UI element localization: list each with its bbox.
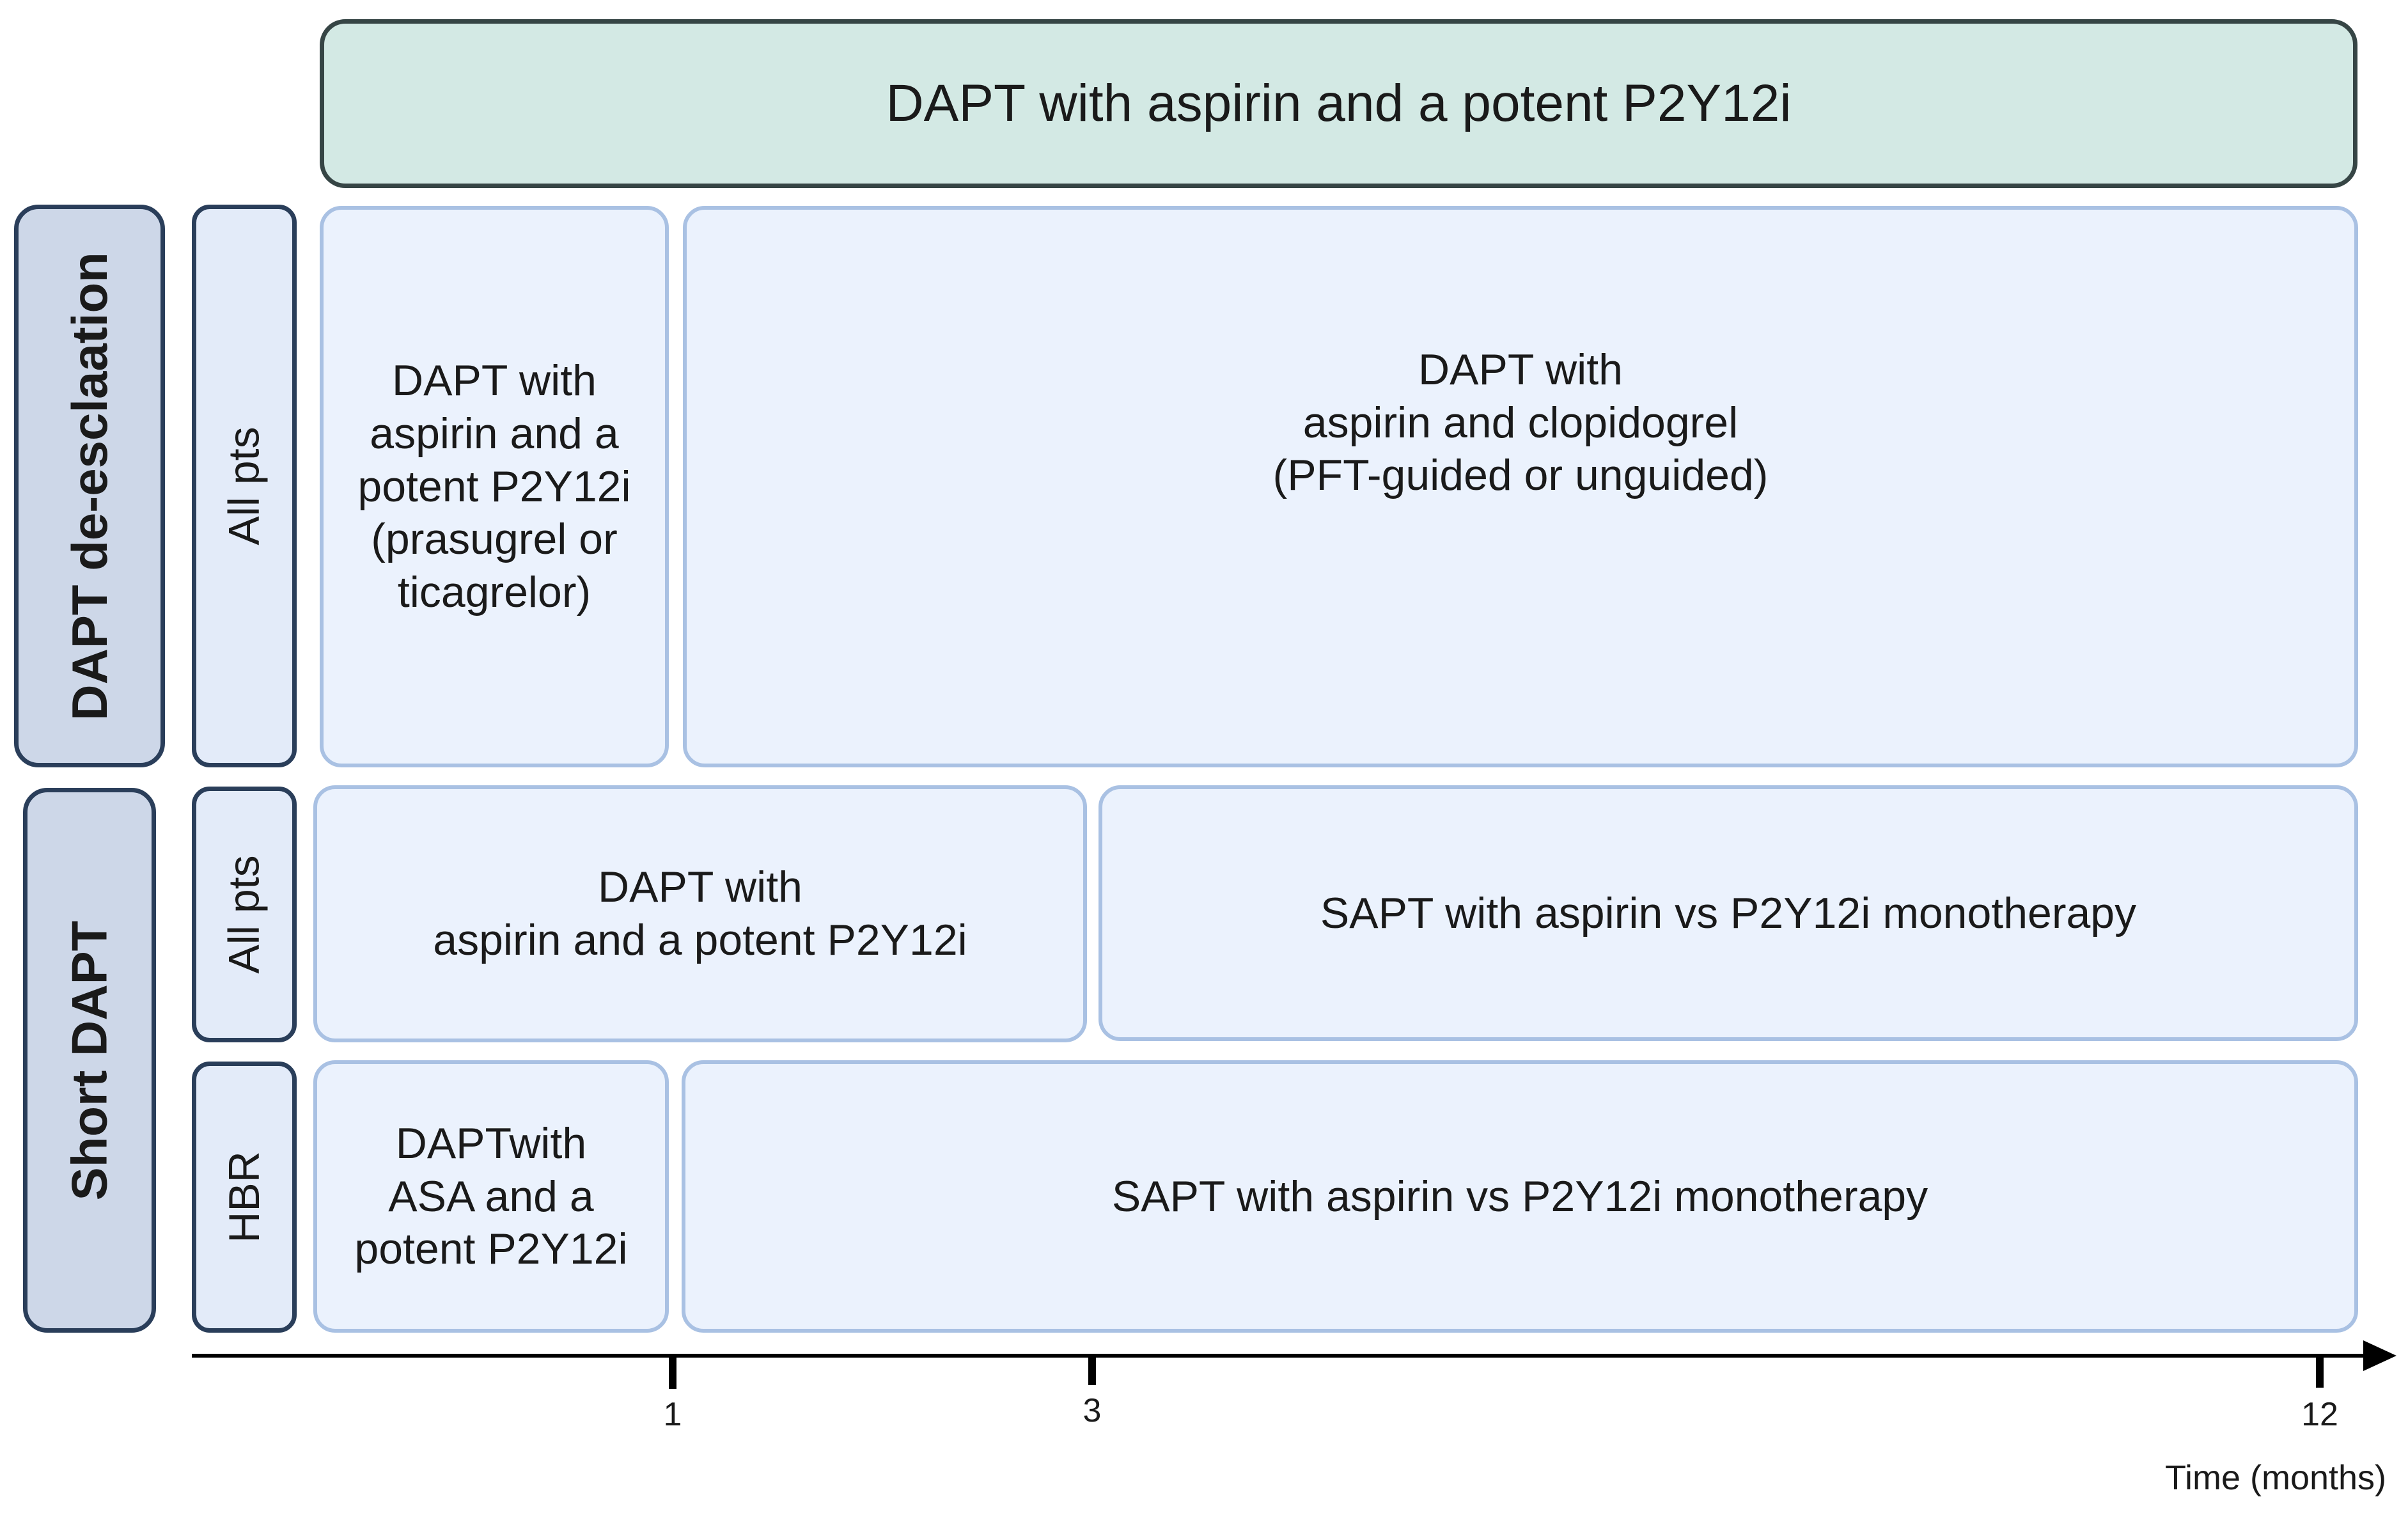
subgroup-short-hbr: HBR	[192, 1062, 297, 1333]
cell-short-hbr-early: DAPTwith ASA and a potent P2Y12i	[313, 1060, 669, 1333]
group-dapt-deescalation: DAPT de-esclaation	[14, 205, 165, 767]
header-label: DAPT with aspirin and a potent P2Y12i	[886, 74, 1792, 132]
cell-short-hbr-late: SAPT with aspirin vs P2Y12i monotherapy	[682, 1060, 2358, 1333]
tick-12-label: 12	[2301, 1396, 2338, 1433]
axis-title: Time (months)	[2165, 1459, 2387, 1497]
cell-short-all-early: DAPT with aspirin and a potent P2Y12i	[313, 785, 1087, 1042]
cell-short-all-late: SAPT with aspirin vs P2Y12i monotherapy	[1098, 785, 2358, 1041]
group-short-dapt: Short DAPT	[23, 788, 156, 1333]
tick-1-label: 1	[663, 1396, 682, 1433]
cell-deesc-early: DAPT with aspirin and a potent P2Y12i (p…	[320, 206, 669, 767]
header-bar: DAPT with aspirin and a potent P2Y12i	[320, 19, 2357, 188]
subgroup-short-all-pts: All pts	[192, 787, 297, 1042]
subgroup-deesc-all-pts: All pts	[192, 205, 297, 767]
cell-deesc-late: DAPT with aspirin and clopidogrel (PFT-g…	[683, 206, 2358, 767]
tick-3-label: 3	[1083, 1392, 1102, 1429]
time-axis-arrowhead	[2363, 1340, 2396, 1371]
